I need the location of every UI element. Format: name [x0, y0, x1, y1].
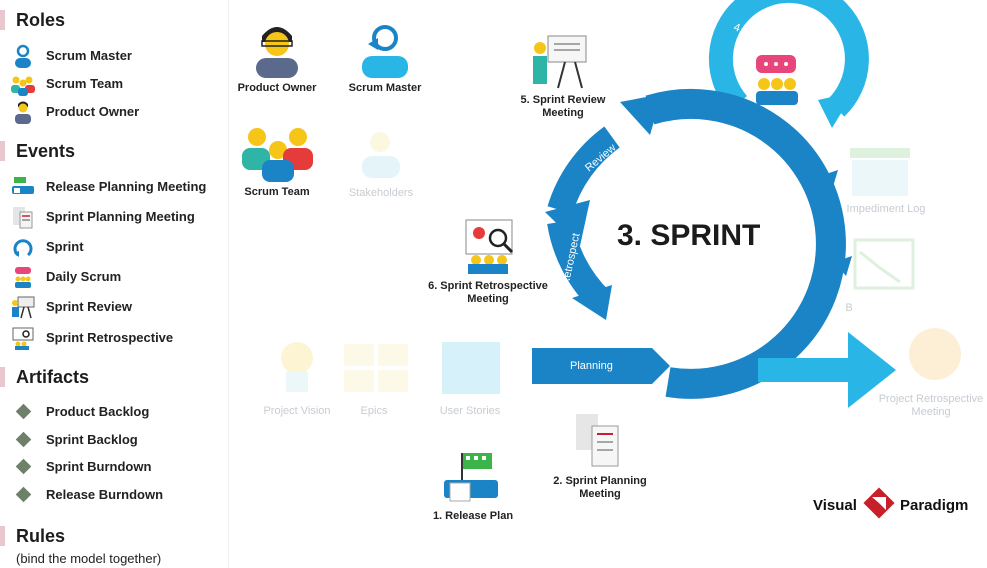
sprint-planning-icon — [13, 207, 33, 229]
sprint-retrospective-icon[interactable] — [465, 219, 514, 274]
release-planning-icon — [12, 177, 34, 194]
user-stories-label: User Stories — [439, 405, 501, 417]
project-vision-label: Project Vision — [263, 405, 331, 417]
project-retrospective-icon — [909, 328, 961, 380]
sidebar-item-sprint[interactable]: Sprint — [0, 235, 224, 259]
sidebar-item-label: Scrum Master — [46, 48, 132, 63]
faded-artifacts — [281, 148, 961, 394]
project-vision-icon — [281, 342, 313, 392]
sidebar-item-product-owner[interactable]: Product Owner — [0, 100, 224, 124]
sidebar-item-label: Sprint Planning Meeting — [46, 209, 195, 224]
section-title-artifacts: Artifacts — [16, 367, 90, 387]
section-roles: Roles — [0, 8, 224, 32]
sidebar-item-label: Sprint — [46, 239, 84, 254]
sidebar-item-scrum-team[interactable]: Scrum Team — [0, 72, 224, 96]
burndown-label: B — [845, 302, 853, 314]
section-events: Events — [0, 139, 224, 163]
sidebar-item-release-planning[interactable]: Release Planning Meeting — [0, 175, 224, 199]
sidebar-item-label: Daily Scrum — [46, 269, 122, 284]
epics-icon — [344, 344, 408, 392]
product-owner-icon[interactable] — [256, 27, 298, 78]
sidebar-item-sprint-backlog[interactable]: Sprint Backlog — [0, 428, 224, 452]
burndown-icon — [853, 238, 915, 290]
sprint-retrospective-icon — [12, 327, 34, 350]
section-title-events: Events — [16, 141, 76, 161]
daily-scrum-icon[interactable] — [756, 55, 798, 105]
sidebar-item-label: Product Owner — [46, 104, 140, 119]
sidebar-item-label: Release Planning Meeting — [46, 179, 207, 194]
section-rules: Rules — [0, 524, 224, 548]
sidebar-item-scrum-master[interactable]: Scrum Master — [0, 44, 224, 68]
brand-left: Visual — [813, 497, 857, 514]
sprint-title: 3. SPRINT — [617, 219, 761, 252]
rules-note: (bind the model together) — [16, 551, 162, 566]
section-marker — [0, 367, 5, 387]
sidebar-item-label: Product Backlog — [46, 404, 150, 419]
release-plan-label: 1. Release Plan — [432, 510, 514, 522]
sprint-review-icon — [12, 296, 35, 319]
stakeholders-label: Stakeholders — [348, 187, 414, 199]
section-title-rules: Rules — [16, 526, 66, 546]
sprint-review-label: 5. Sprint Review Meeting — [520, 94, 606, 119]
sprint-planning-label: 2. Sprint Planning Meeting — [553, 475, 647, 500]
scrum-team-icon[interactable] — [242, 128, 313, 182]
sprint-cycle — [532, 88, 846, 399]
sprint-planning-icon[interactable] — [576, 414, 619, 467]
sidebar-item-label: Scrum Team — [46, 76, 124, 91]
sprint-retrospective-label: 6. Sprint Retrospective Meeting — [428, 280, 548, 305]
product-owner-icon — [15, 101, 31, 124]
section-artifacts: Artifacts — [0, 365, 224, 389]
sidebar-item-label: Sprint Backlog — [46, 432, 138, 447]
sidebar-item-release-burndown[interactable]: Release Burndown — [0, 483, 224, 507]
sidebar-item-sprint-review[interactable]: Sprint Review — [0, 295, 224, 319]
section-marker — [0, 141, 5, 161]
sidebar-item-daily-scrum[interactable]: Daily Scrum — [0, 265, 224, 289]
section-title-roles: Roles — [16, 10, 66, 30]
scrum-master-label: Scrum Master — [348, 82, 422, 94]
visual-paradigm-logo-icon — [863, 487, 895, 519]
brand-right: Paradigm — [900, 497, 969, 514]
impediment-log-label: Impediment Log — [846, 203, 926, 215]
product-owner-label: Product Owner — [237, 82, 317, 94]
sidebar-item-sprint-burndown[interactable]: Sprint Burndown — [0, 455, 224, 479]
release-plan-icon[interactable] — [444, 453, 498, 502]
epics-label: Epics — [360, 405, 388, 417]
stakeholders-icon — [362, 132, 400, 178]
user-stories-icon — [442, 342, 500, 394]
scrum-team-icon — [11, 76, 35, 96]
section-marker — [0, 526, 5, 546]
sidebar-item-label: Sprint Retrospective — [46, 330, 174, 345]
sidebar-item-product-backlog[interactable]: Product Backlog — [0, 400, 224, 424]
section-marker — [0, 10, 5, 30]
scrum-team-label: Scrum Team — [244, 186, 310, 198]
sidebar-item-sprint-retrospective[interactable]: Sprint Retrospective — [0, 326, 224, 350]
sidebar-item-label: Release Burndown — [46, 487, 164, 502]
impediment-log-icon — [850, 148, 910, 196]
project-arrow — [758, 332, 896, 408]
daily-scrum-loop[interactable] — [708, 0, 869, 128]
sidebar-item-label: Sprint Review — [46, 299, 132, 314]
sidebar-item-sprint-planning[interactable]: Sprint Planning Meeting — [0, 205, 224, 229]
project-retrospective-label: Project Retrospective Meeting — [878, 393, 984, 418]
sidebar: Roles Scrum Master Scrum Team Product Ow… — [0, 0, 229, 568]
sprint-icon — [13, 239, 33, 257]
daily-scrum-icon — [15, 267, 31, 288]
scrum-master-icon — [15, 44, 31, 68]
sidebar-item-label: Sprint Burndown — [46, 459, 152, 474]
scrum-master-icon[interactable] — [362, 25, 408, 78]
planning-label: Planning — [570, 360, 613, 372]
planning-arrow[interactable] — [532, 348, 670, 384]
sprint-review-icon[interactable] — [533, 35, 587, 89]
